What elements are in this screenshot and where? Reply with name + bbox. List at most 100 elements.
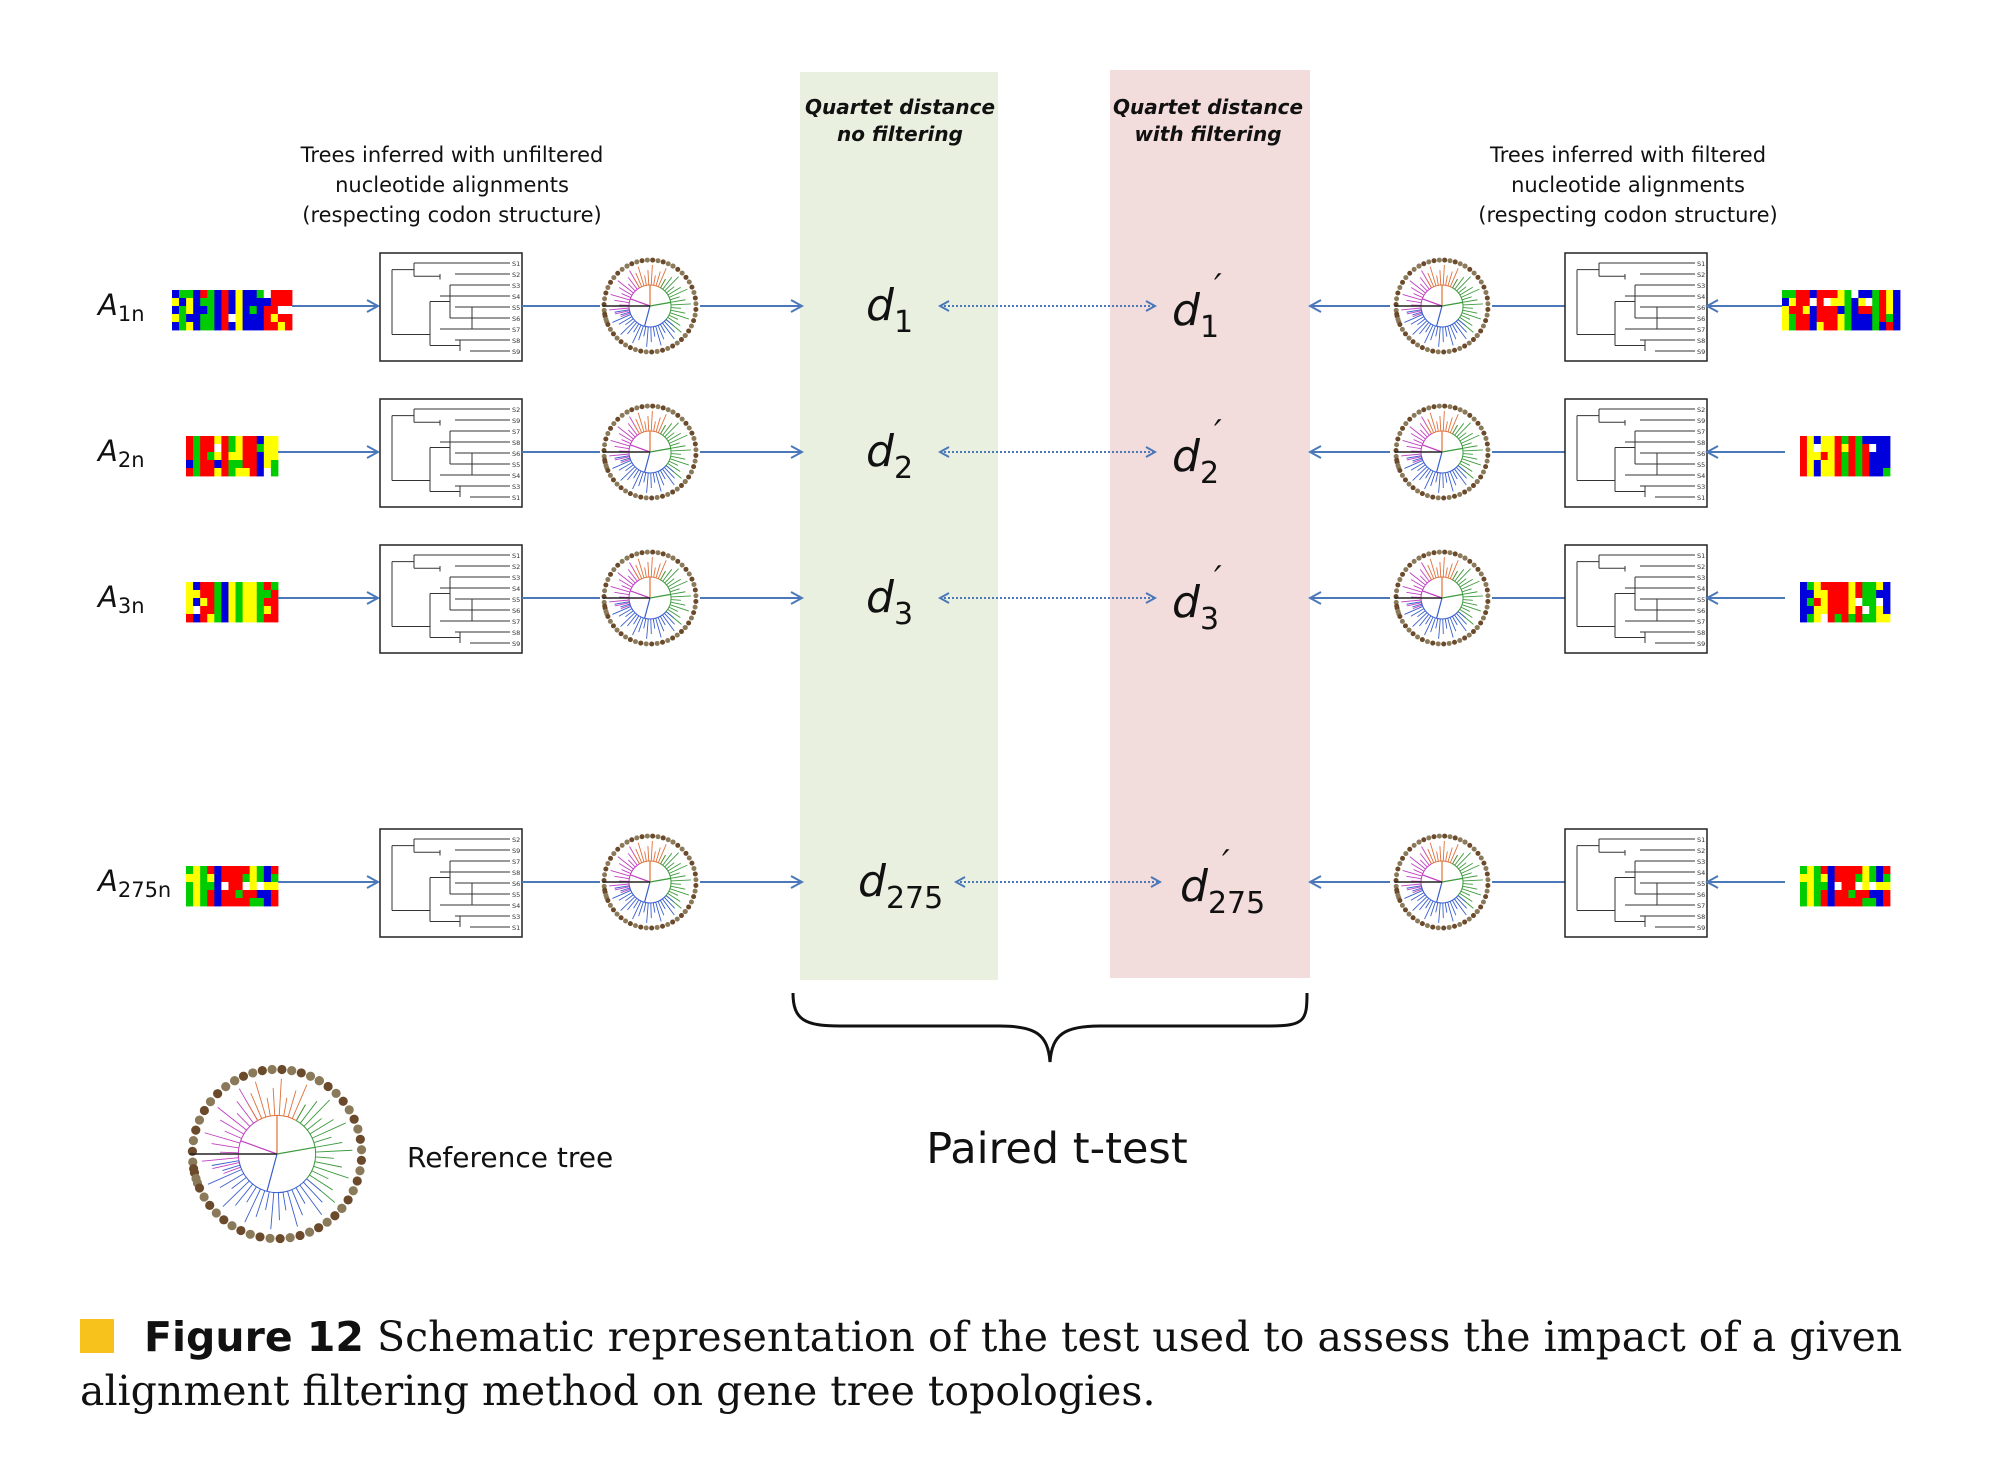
- leaf-label: S8: [1697, 439, 1705, 447]
- leaf-label: S1: [512, 924, 520, 932]
- leaf-label: S3: [1697, 282, 1705, 290]
- leaf-label: S8: [512, 337, 520, 345]
- leaf-label: S6: [1697, 450, 1705, 458]
- leaf-label: S3: [512, 282, 520, 290]
- leaf-label: S7: [512, 326, 520, 334]
- paired-t-test-label: Paired t-test: [926, 1124, 1187, 1174]
- leaf-label: S4: [512, 472, 520, 480]
- leaf-label: S2: [512, 271, 520, 279]
- leaf-label: S9: [1697, 640, 1705, 648]
- leaf-label: S5: [512, 304, 520, 312]
- alignment-block: [1800, 582, 1891, 623]
- leaf-label: S7: [512, 858, 520, 866]
- panel-right-title-1: Quartet distance: [1113, 95, 1303, 119]
- leaf-label: S9: [1697, 924, 1705, 932]
- alignment-block: [186, 866, 279, 907]
- panel-no-filtering: [800, 72, 998, 980]
- leaf-label: S2: [512, 406, 520, 414]
- leaf-label: S7: [512, 428, 520, 436]
- alignment-block: [1800, 436, 1891, 477]
- leaf-label: S6: [1697, 607, 1705, 615]
- leaf-label: S3: [1697, 858, 1705, 866]
- distance-subscript: 275: [886, 881, 943, 916]
- leaf-label: S6: [512, 315, 520, 323]
- alignment-block: [1782, 290, 1901, 331]
- panel-left-title-2: no filtering: [837, 122, 963, 146]
- distance-subscript: 3: [894, 597, 913, 632]
- leaf-label: S8: [1697, 913, 1705, 921]
- leaf-label: S5: [1697, 880, 1705, 888]
- curly-brace: [791, 992, 1309, 1063]
- leaf-label: S4: [1697, 293, 1705, 301]
- leaf-label: S6: [1697, 315, 1705, 323]
- right-header-line-2: nucleotide alignments: [1511, 173, 1745, 197]
- leaf-label: S7: [1697, 428, 1705, 436]
- distance-subscript: 1: [894, 305, 913, 340]
- leaf-label: S6: [512, 880, 520, 888]
- distance-prime-subscript: 275: [1208, 886, 1265, 921]
- leaf-label: S5: [1697, 461, 1705, 469]
- leaf-label: S5: [512, 596, 520, 604]
- leaf-label: S1: [1697, 552, 1705, 560]
- alignment-label: A275n: [96, 864, 171, 902]
- prime-mark: ′: [1214, 413, 1222, 453]
- leaf-label: S1: [1697, 836, 1705, 844]
- alignment-block: [186, 436, 279, 477]
- alignment-label: A1n: [96, 288, 145, 326]
- circular-tree-left: [601, 403, 699, 501]
- leaf-label: S7: [1697, 618, 1705, 626]
- panel-with-filtering: [1110, 70, 1310, 978]
- leaf-label: S3: [512, 913, 520, 921]
- leaf-label: S9: [1697, 417, 1705, 425]
- alignment-block: [186, 582, 279, 623]
- leaf-label: S4: [512, 293, 520, 301]
- alignment-block: [172, 290, 293, 331]
- leaf-label: S8: [1697, 337, 1705, 345]
- leaf-label: S1: [512, 552, 520, 560]
- left-header-line-3: (respecting codon structure): [302, 203, 601, 227]
- leaf-label: S4: [512, 902, 520, 910]
- alignment-label: A3n: [96, 580, 145, 618]
- circular-tree-left: [601, 549, 699, 647]
- leaf-label: S8: [1697, 629, 1705, 637]
- caption-text: Schematic representation of the test use…: [80, 1313, 1903, 1415]
- circular-tree-right: [1393, 833, 1491, 931]
- leaf-label: S9: [1697, 348, 1705, 356]
- leaf-label: S2: [1697, 406, 1705, 414]
- leaf-label: S8: [512, 869, 520, 877]
- circular-tree-right: [1393, 549, 1491, 647]
- leaf-label: S4: [1697, 472, 1705, 480]
- leaf-label: S9: [512, 417, 520, 425]
- leaf-label: S7: [1697, 326, 1705, 334]
- alignment-label: A2n: [96, 434, 145, 472]
- leaf-label: S1: [512, 494, 520, 502]
- leaf-label: S8: [512, 439, 520, 447]
- leaf-label: S1: [1697, 494, 1705, 502]
- leaf-label: S7: [1697, 902, 1705, 910]
- leaf-label: S8: [512, 629, 520, 637]
- reference-tree-image: [187, 1064, 367, 1244]
- alignment-subscript: 1n: [118, 302, 145, 326]
- prime-mark: ′: [1214, 267, 1222, 307]
- caption-marker-square: [80, 1319, 114, 1353]
- reference-tree: [187, 1064, 367, 1244]
- reference-tree-label: Reference tree: [407, 1141, 613, 1174]
- figure-caption: Figure 12 Schematic representation of th…: [80, 1310, 1920, 1418]
- leaf-label: S6: [1697, 304, 1705, 312]
- leaf-label: S4: [1697, 585, 1705, 593]
- leaf-label: S2: [1697, 563, 1705, 571]
- prime-mark: ′: [1214, 559, 1222, 599]
- leaf-label: S2: [512, 836, 520, 844]
- caption-label: Figure 12: [144, 1313, 364, 1361]
- leaf-label: S4: [1697, 869, 1705, 877]
- leaf-label: S5: [512, 461, 520, 469]
